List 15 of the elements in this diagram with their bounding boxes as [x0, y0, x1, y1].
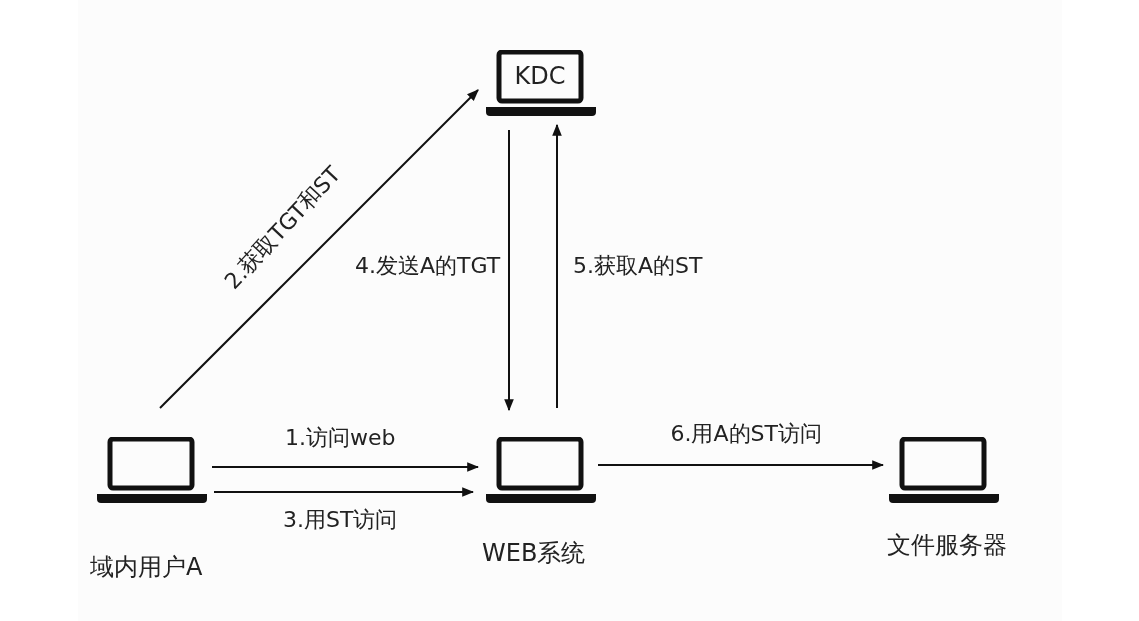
- edge-label: 1.访问web: [285, 425, 396, 451]
- arrow: [159, 89, 479, 409]
- arrow: [552, 123, 562, 409]
- arrow: [597, 460, 885, 470]
- node-label: WEB系统: [482, 539, 586, 567]
- node-label: 文件服务器: [887, 531, 1007, 559]
- edge-label: 6.用A的ST访问: [670, 421, 822, 447]
- edge-label: 5.获取A的ST: [573, 253, 703, 279]
- node-label: KDC: [513, 62, 567, 90]
- node-label: 域内用户A: [90, 553, 203, 581]
- edge-label: 4.发送A的TGT: [355, 253, 501, 279]
- arrow: [211, 462, 480, 472]
- edge-label: 3.用ST访问: [283, 507, 398, 533]
- arrow: [213, 487, 475, 497]
- arrow: [504, 129, 514, 412]
